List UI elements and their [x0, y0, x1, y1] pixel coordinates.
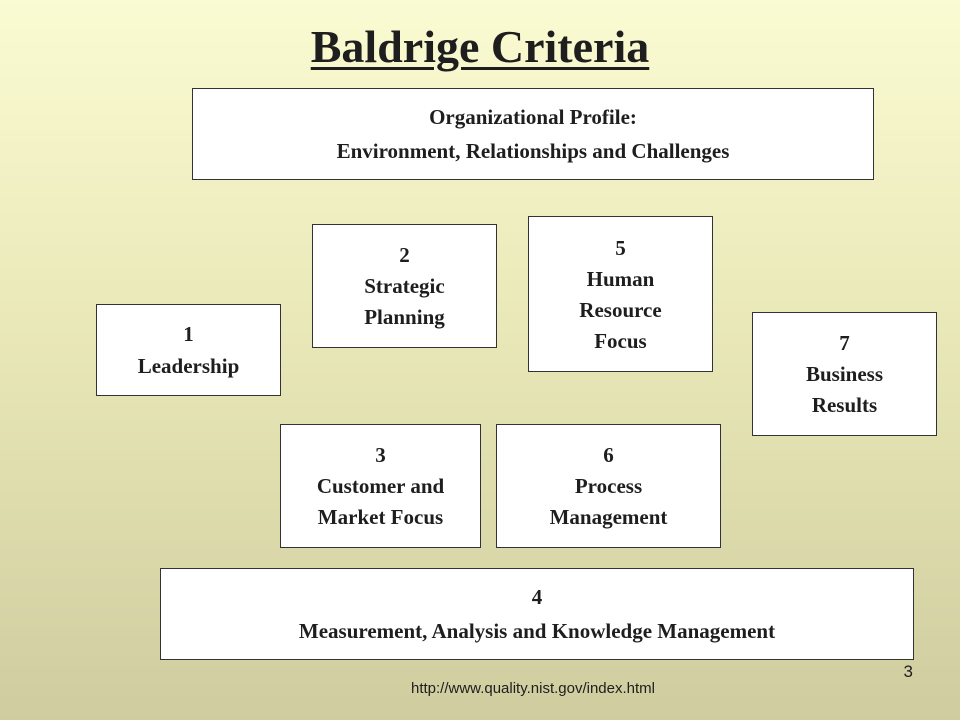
slide-title: Baldrige Criteria	[310, 21, 650, 72]
category-5-number: 5	[615, 235, 626, 260]
category-1-number: 1	[183, 322, 194, 346]
category-1-label: Leadership	[137, 354, 240, 378]
profile-description: Environment, Relationships and Challenge…	[336, 139, 730, 163]
category-4-number: 4	[531, 585, 543, 609]
profile-heading: Organizational Profile:	[429, 105, 637, 129]
category-7-number: 7	[839, 331, 850, 355]
category-1-leadership-box: 1 Leadership	[96, 304, 281, 396]
organizational-profile-box: Organizational Profile: Environment, Rel…	[192, 88, 874, 180]
slide-number: 3	[903, 662, 913, 681]
category-2-number: 2	[399, 243, 410, 267]
category-4-label: Measurement, Analysis and Knowledge Mana…	[298, 619, 776, 643]
category-3-number: 3	[375, 443, 386, 467]
source-url: http://www.quality.nist.gov/index.html	[411, 680, 655, 697]
category-6-number: 6	[603, 443, 614, 467]
category-4-measurement-analysis-box: 4 Measurement, Analysis and Knowledge Ma…	[160, 568, 914, 660]
